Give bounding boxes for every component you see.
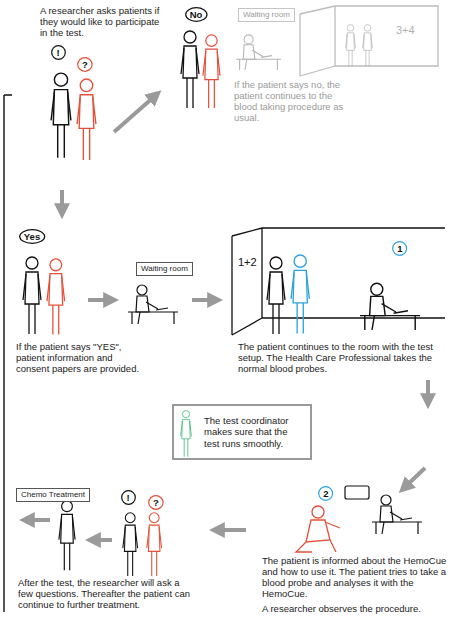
step-caption: The patient continues to the room with t…: [238, 342, 446, 375]
flow-arrow: [26, 518, 50, 522]
node-text: Waiting room: [243, 10, 290, 19]
speech-bubble: !: [51, 45, 66, 60]
bubble-shape: [185, 7, 206, 21]
flow-arrow: [426, 380, 430, 402]
researcher-figure: [123, 513, 138, 576]
note-text: A researcher observes the procedure.: [262, 604, 452, 615]
node-text: ?: [82, 59, 88, 70]
frame-line: [4, 95, 12, 612]
kneeling-patient: [296, 506, 340, 552]
bubble-shape: [78, 57, 92, 71]
flow-arrow: [88, 298, 112, 302]
bubble-shape: [319, 486, 333, 500]
flow-arrow: [92, 538, 112, 542]
callout-bubble: 2: [318, 486, 333, 501]
flow-arrow: [192, 298, 216, 302]
room-outline: [300, 6, 438, 76]
bubble-shape: [393, 241, 407, 255]
room-sign: Waiting room: [238, 8, 295, 22]
researcher-figure: [267, 257, 285, 334]
node-text: 1: [397, 243, 402, 254]
researcher-figure: [51, 73, 71, 158]
desk-figure: [236, 35, 281, 70]
room-outline: [232, 228, 445, 335]
flow-arrows: [26, 95, 428, 540]
step-caption: If the patient says "YES", patient infor…: [16, 342, 148, 375]
staff-figure: [363, 25, 373, 67]
patient-figure: [346, 25, 356, 67]
node-text: No: [190, 9, 203, 20]
researcher-figure: [372, 495, 422, 534]
coordinator-box: The test coordinator makes sure that the…: [172, 404, 312, 460]
speech-bubble: No: [185, 7, 208, 22]
room-sign: Waiting room: [136, 262, 193, 276]
speech-bubble: !: [121, 490, 136, 505]
patient-figure: [47, 259, 65, 334]
bubble-shape: [19, 229, 44, 243]
bubble-shape: [51, 45, 65, 59]
callout-bubble: 1: [392, 241, 407, 256]
researcher-figure: [181, 31, 199, 108]
nurse-figure: [360, 283, 420, 330]
room-sign: Chemo Treatment: [16, 488, 90, 502]
flow-arrow: [404, 468, 425, 488]
step-caption: A researcher asks patients if they would…: [40, 6, 168, 39]
node-text: Waiting room: [141, 264, 188, 273]
flow-arrow: [216, 528, 246, 532]
researcher-figure: [59, 501, 75, 570]
room-number: 1+2: [238, 256, 257, 269]
step-caption: If the patient says no, the patient cont…: [234, 80, 358, 124]
room-number: 3+4: [396, 24, 415, 37]
flow-arrow: [114, 95, 156, 132]
bubble-shape: [149, 495, 163, 509]
node-text: ?: [153, 497, 159, 508]
coordinator-figure: [181, 411, 192, 457]
step-caption: After the test, the researcher will ask …: [18, 578, 196, 611]
patient-figure: [77, 79, 96, 160]
node-text: !: [56, 47, 59, 58]
patient-figure: [291, 255, 309, 334]
researcher-figure: [23, 257, 41, 334]
step-caption: The patient is informed about the HemoCu…: [262, 556, 452, 600]
node-text: 2: [323, 488, 328, 499]
speech-bubble: ?: [148, 495, 164, 510]
desk-figure: [128, 285, 178, 324]
speech-bubble: ?: [77, 57, 93, 72]
flow-arrow: [60, 190, 64, 212]
node-text: The test coordinator makes sure that the…: [204, 415, 304, 449]
node-text: Yes: [24, 231, 40, 242]
patient-figure: [147, 513, 162, 576]
speech-bubble: Yes: [19, 229, 45, 244]
hemocue-device: [345, 486, 369, 499]
patient-figure: [203, 35, 220, 108]
bubble-shape: [121, 490, 135, 504]
node-text: !: [126, 492, 129, 503]
node-text: Chemo Treatment: [21, 490, 85, 499]
